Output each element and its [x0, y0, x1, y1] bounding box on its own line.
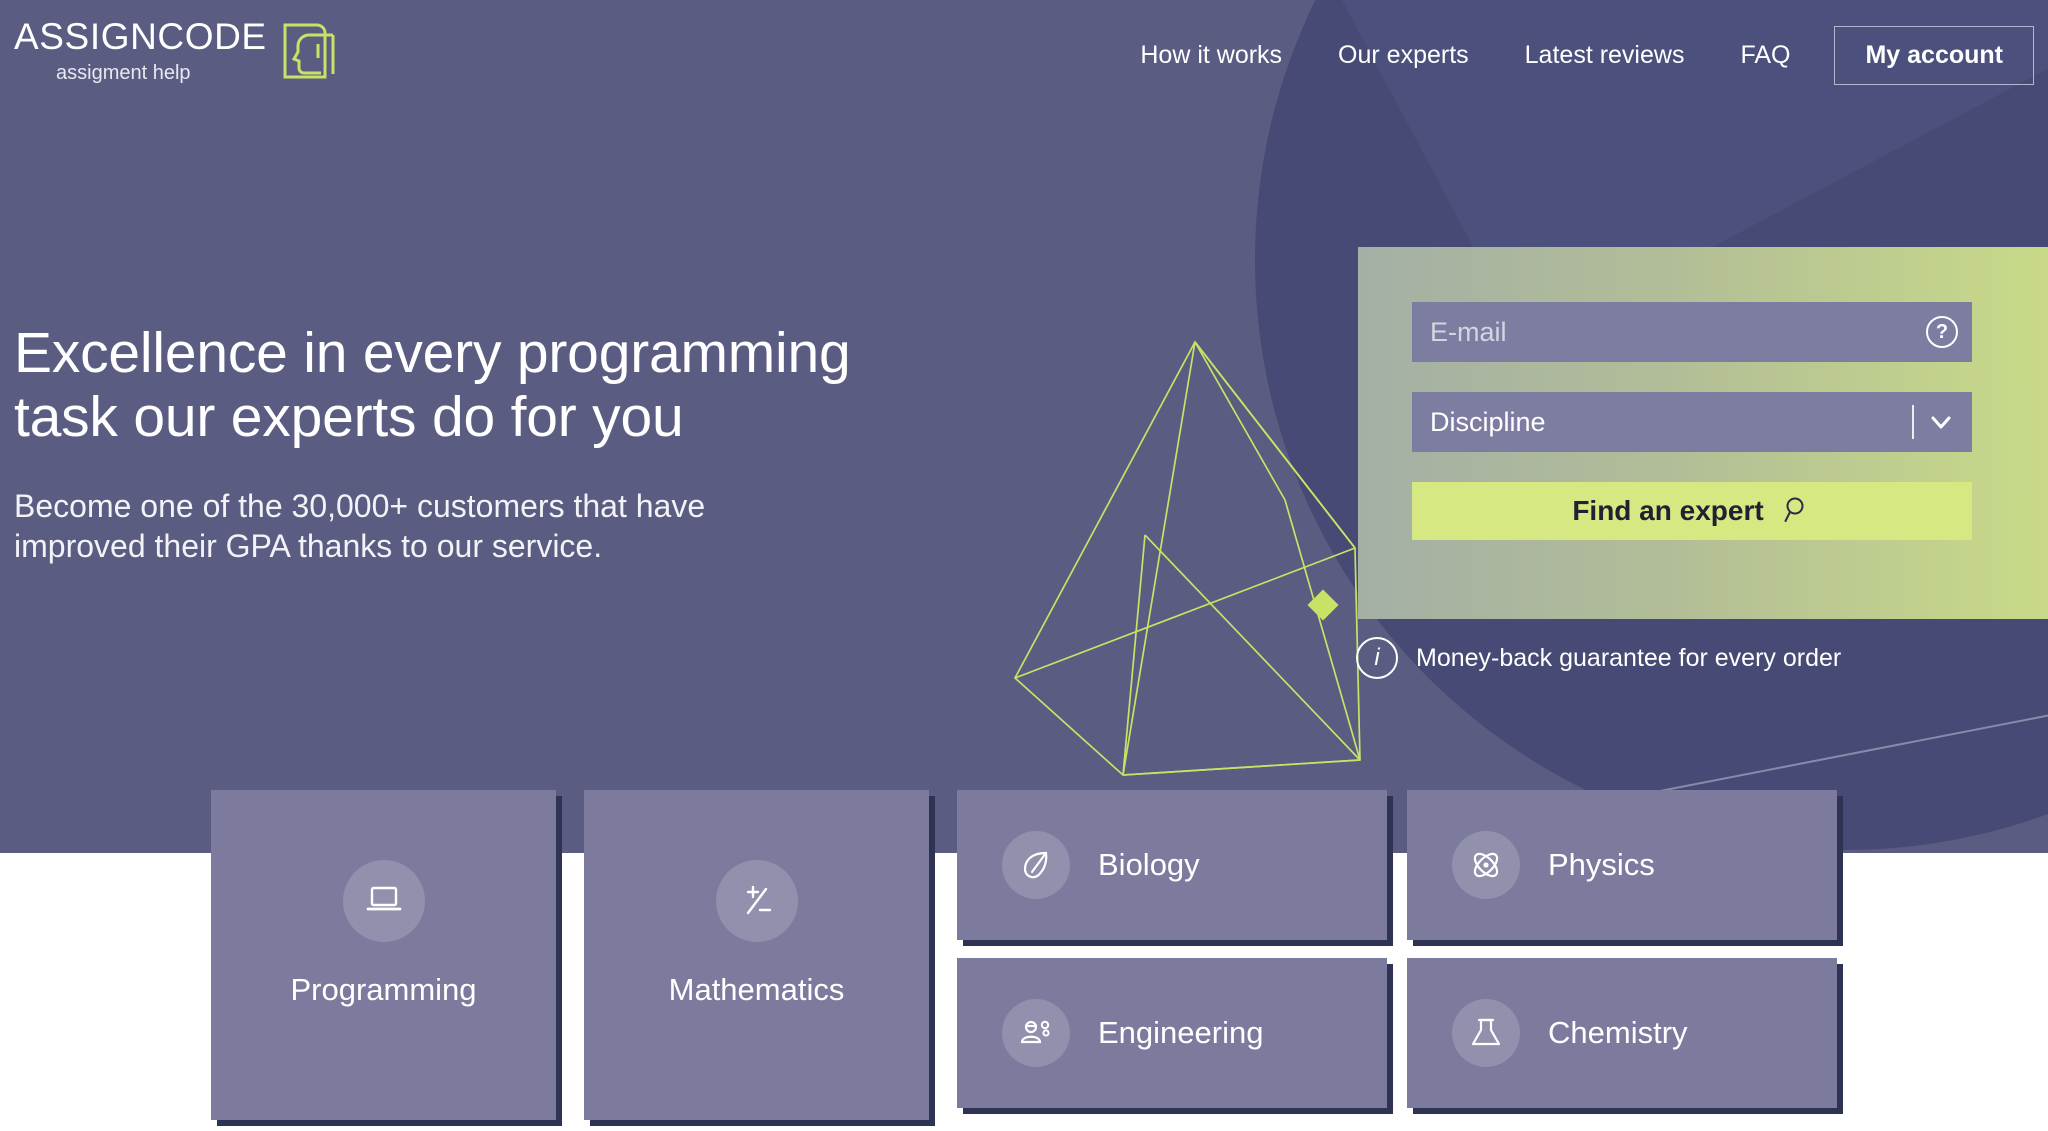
head-document-icon — [281, 22, 337, 85]
email-field[interactable]: E-mail ? — [1412, 302, 1972, 362]
discipline-select[interactable]: Discipline — [1412, 392, 1972, 452]
engineer-gears-icon — [1002, 999, 1070, 1067]
subject-card-chemistry[interactable]: Chemistry — [1407, 958, 1837, 1108]
leaf-icon — [1002, 831, 1070, 899]
subhead-line-2: improved their GPA thanks to our service… — [14, 527, 603, 564]
guarantee-text: Money-back guarantee for every order — [1416, 643, 1842, 672]
email-input-placeholder: E-mail — [1430, 316, 1507, 347]
subject-card-mathematics[interactable]: Mathematics — [584, 790, 929, 1120]
hero-subheadline: Become one of the 30,000+ customers that… — [14, 486, 1034, 566]
subject-card-label: Physics — [1548, 847, 1655, 882]
flask-icon — [1452, 999, 1520, 1067]
subject-card-engineering[interactable]: Engineering — [957, 958, 1387, 1108]
subject-card-label: Programming — [290, 972, 477, 1007]
search-icon — [1782, 495, 1812, 528]
subject-card-label: Engineering — [1098, 1015, 1264, 1050]
page-title: Excellence in every programming task our… — [14, 321, 1034, 450]
subject-card-label: Chemistry — [1548, 1015, 1688, 1050]
laptop-icon — [342, 860, 425, 942]
plus-minus-icon — [715, 860, 798, 942]
chevron-down-icon[interactable] — [1928, 409, 1954, 435]
find-expert-form: E-mail ? Discipline Find an expert — [1358, 247, 2048, 619]
nav-item-latest-reviews[interactable]: Latest reviews — [1524, 41, 1685, 69]
wireframe-svg — [1013, 340, 1361, 776]
subject-card-programming[interactable]: Programming — [211, 790, 556, 1120]
subject-card-biology[interactable]: Biology — [957, 790, 1387, 940]
question-mark-icon[interactable]: ? — [1926, 316, 1958, 348]
brand-name: ASSIGNCODE — [14, 16, 267, 57]
nav-item-faq[interactable]: FAQ — [1740, 41, 1791, 69]
info-icon: i — [1356, 637, 1398, 679]
find-expert-button[interactable]: Find an expert — [1412, 482, 1972, 540]
nav-item-our-experts[interactable]: Our experts — [1338, 41, 1469, 69]
headline-line-2: task our experts do for you — [14, 384, 684, 449]
brand-logo[interactable]: ASSIGNCODE assigment help — [14, 18, 337, 85]
hero-copy: Excellence in every programming task our… — [14, 321, 1034, 566]
find-expert-button-label: Find an expert — [1572, 495, 1764, 526]
my-account-button[interactable]: My account — [1834, 26, 2034, 85]
subject-card-label: Biology — [1098, 847, 1200, 882]
select-divider — [1912, 405, 1914, 439]
main-navigation: How it works Our experts Latest reviews … — [1112, 26, 2034, 85]
headline-line-1: Excellence in every programming — [14, 321, 851, 385]
brand-logo-text: ASSIGNCODE assigment help — [14, 18, 267, 83]
atom-icon — [1452, 831, 1520, 899]
subject-card-label: Mathematics — [668, 972, 845, 1007]
nav-item-how-it-works[interactable]: How it works — [1140, 41, 1283, 69]
wireframe-polyhedron-graphic — [980, 320, 1440, 780]
money-back-guarantee: i Money-back guarantee for every order — [1356, 637, 1841, 679]
site-header: ASSIGNCODE assigment help How it works O… — [0, 0, 2048, 95]
subject-card-physics[interactable]: Physics — [1407, 790, 1837, 940]
discipline-select-value: Discipline — [1430, 406, 1546, 437]
brand-tagline: assigment help — [56, 62, 191, 84]
subhead-line-1: Become one of the 30,000+ customers that… — [14, 487, 706, 524]
